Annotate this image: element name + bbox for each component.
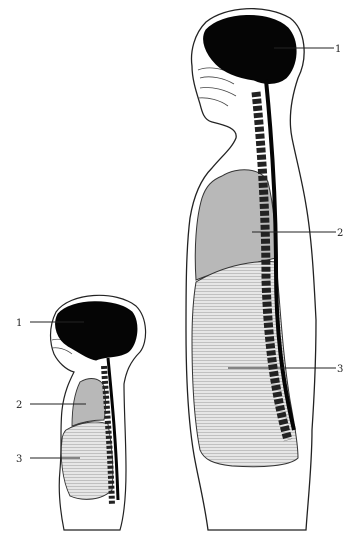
child-label-abdomen: 3	[16, 454, 22, 465]
child-label-brain: 1	[16, 318, 22, 329]
adult-figure: 1 2 3	[186, 9, 343, 530]
child-abdominal-cavity	[61, 422, 113, 499]
child-figure: 1 2 3	[16, 295, 146, 530]
adult-label-abdomen: 3	[337, 364, 343, 375]
adult-label-chest: 2	[337, 228, 343, 239]
adult-label-brain: 1	[335, 44, 341, 55]
child-label-chest: 2	[16, 400, 22, 411]
